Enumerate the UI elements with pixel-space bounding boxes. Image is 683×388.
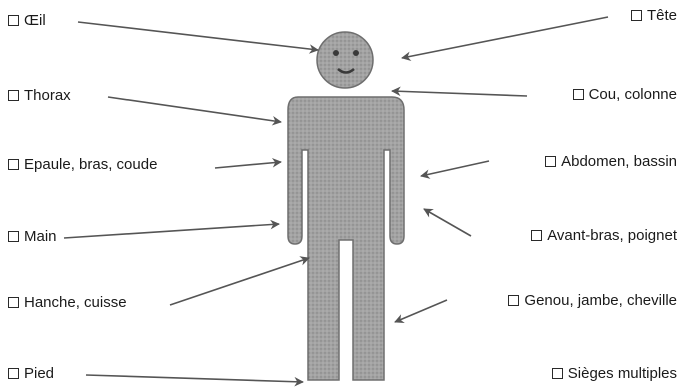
label-genou: Genou, jambe, cheville <box>508 292 677 310</box>
arrow-pied <box>86 375 303 382</box>
label-genou-text: Genou, jambe, cheville <box>524 292 677 309</box>
arrow-hanche <box>170 258 309 305</box>
checkbox-thorax[interactable] <box>8 90 19 101</box>
label-tete: Tête <box>631 7 677 25</box>
label-abdomen: Abdomen, bassin <box>545 153 677 171</box>
arrow-cou <box>392 91 527 96</box>
label-oeil-text: Œil <box>24 12 46 29</box>
label-hanche: Hanche, cuisse <box>8 294 127 312</box>
label-abdomen-text: Abdomen, bassin <box>561 153 677 170</box>
checkbox-tete[interactable] <box>631 10 642 21</box>
label-sieges-text: Sièges multiples <box>568 365 677 382</box>
arrow-genou <box>395 300 447 322</box>
checkbox-cou[interactable] <box>573 89 584 100</box>
label-oeil: Œil <box>8 12 46 30</box>
checkbox-epaule[interactable] <box>8 159 19 170</box>
label-pied: Pied <box>8 365 54 383</box>
checkbox-genou[interactable] <box>508 295 519 306</box>
head <box>317 32 373 88</box>
label-main-text: Main <box>24 228 57 245</box>
label-main: Main <box>8 228 57 246</box>
arrow-thorax <box>108 97 281 122</box>
label-sieges: Sièges multiples <box>552 365 677 383</box>
arrow-avant-bras <box>424 209 471 236</box>
checkbox-abdomen[interactable] <box>545 156 556 167</box>
arrow-epaule <box>215 162 281 168</box>
right-eye <box>353 50 359 56</box>
checkbox-sieges[interactable] <box>552 368 563 379</box>
arrow-tete <box>402 17 608 58</box>
label-pied-text: Pied <box>24 365 54 382</box>
label-avant-bras: Avant-bras, poignet <box>531 227 677 245</box>
label-cou: Cou, colonne <box>573 86 677 104</box>
arrow-oeil <box>78 22 318 50</box>
checkbox-avant-bras[interactable] <box>531 230 542 241</box>
label-tete-text: Tête <box>647 7 677 24</box>
left-eye <box>333 50 339 56</box>
checkbox-oeil[interactable] <box>8 15 19 26</box>
checkbox-hanche[interactable] <box>8 297 19 308</box>
label-cou-text: Cou, colonne <box>589 86 677 103</box>
arrow-main <box>64 224 279 238</box>
label-hanche-text: Hanche, cuisse <box>24 294 127 311</box>
label-epaule-text: Epaule, bras, coude <box>24 156 157 173</box>
label-thorax: Thorax <box>8 87 71 105</box>
checkbox-pied[interactable] <box>8 368 19 379</box>
label-thorax-text: Thorax <box>24 87 71 104</box>
label-avant-bras-text: Avant-bras, poignet <box>547 227 677 244</box>
label-epaule: Epaule, bras, coude <box>8 156 157 174</box>
arrow-abdomen <box>421 161 489 176</box>
body-silhouette <box>288 97 404 380</box>
checkbox-main[interactable] <box>8 231 19 242</box>
